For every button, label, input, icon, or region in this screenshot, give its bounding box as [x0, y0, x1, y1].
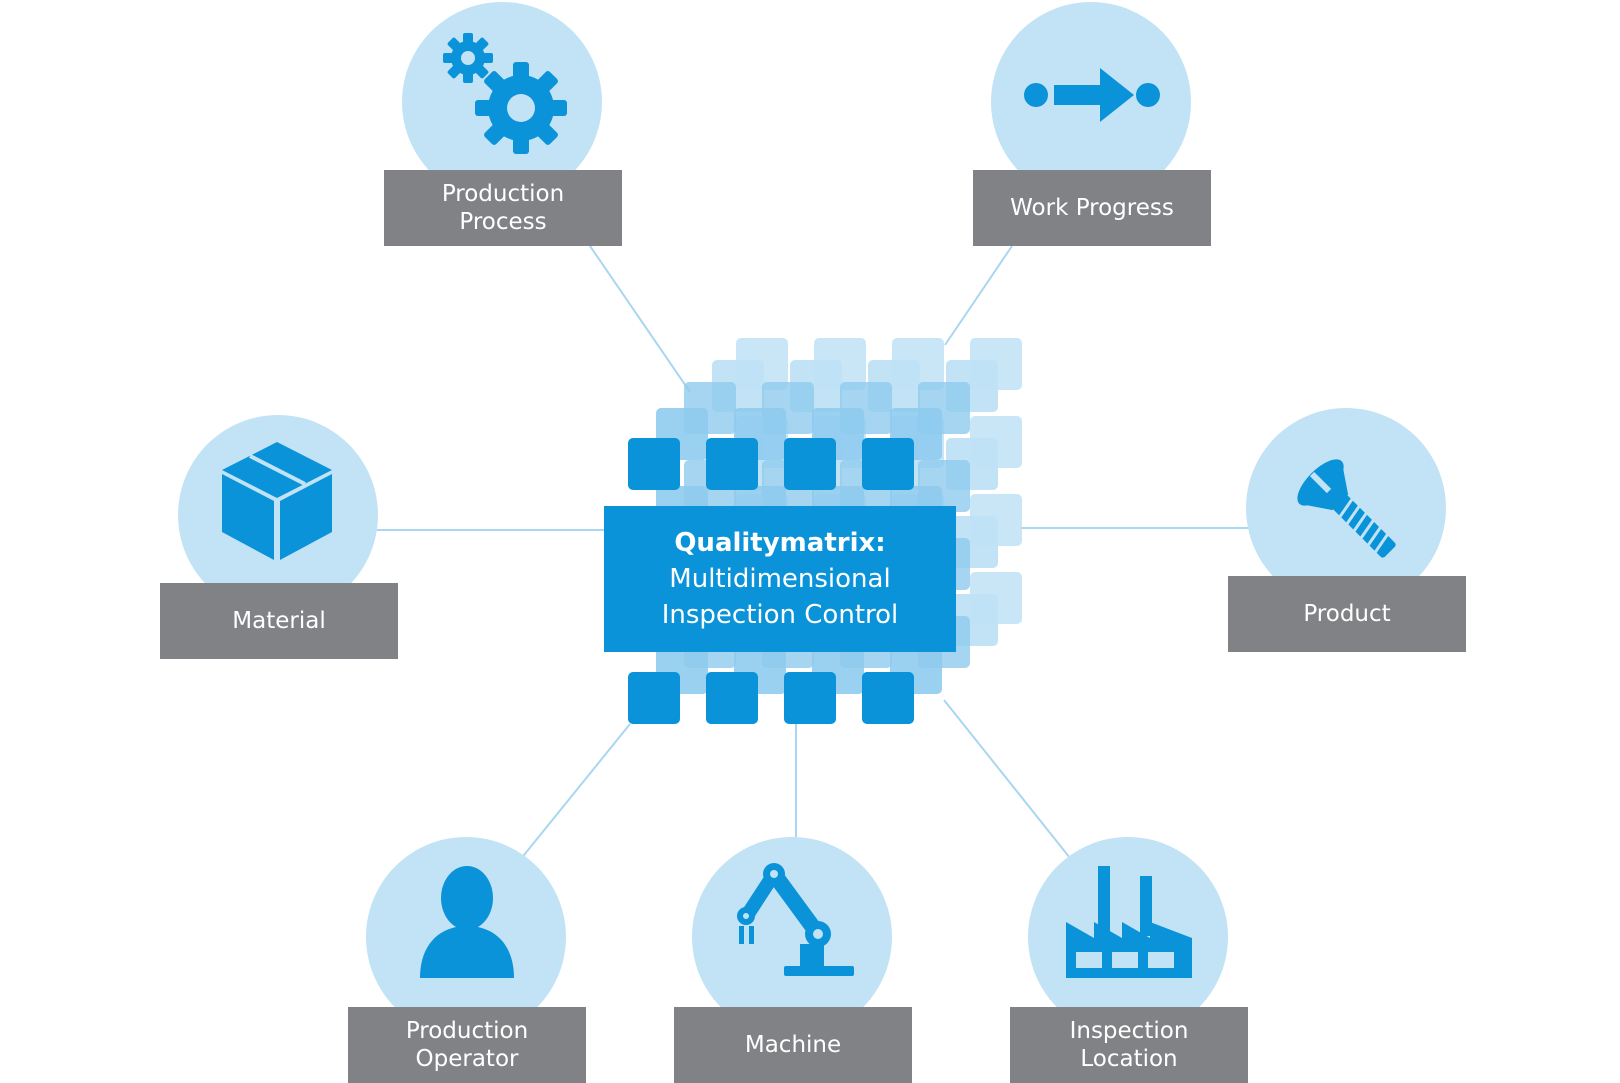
- label-production-process: Production Process: [384, 170, 622, 246]
- circle-material: [178, 415, 378, 615]
- connector-production-process: [589, 245, 691, 393]
- label-production-process-line1: Production: [441, 181, 565, 207]
- label-product: Product: [1228, 576, 1466, 652]
- label-material: Material: [160, 583, 398, 659]
- circle-machine: [692, 837, 892, 1037]
- label-machine-line1: Machine: [744, 1032, 842, 1058]
- label-machine: Machine: [674, 1007, 912, 1083]
- label-production-operator-line1: Production: [405, 1018, 529, 1044]
- label-work-progress: Work Progress: [973, 170, 1211, 246]
- label-production-operator-line2: Operator: [415, 1046, 519, 1072]
- connectors: [375, 245, 1252, 861]
- connector-work-progress: [944, 245, 1013, 346]
- qualitymatrix-box: Qualitymatrix: Multidimensional Inspecti…: [604, 506, 956, 652]
- robot-arm-icon: [737, 863, 854, 976]
- matrix-tile-front-bottom-3: [862, 672, 914, 724]
- progress-arrow-icon: [1024, 68, 1160, 122]
- connector-inspection-location: [943, 699, 1071, 859]
- matrix-tile-front-top-1: [706, 438, 758, 490]
- gears-icon: [443, 33, 567, 154]
- matrix-tile-front-top-0: [628, 438, 680, 490]
- center-line-2: Inspection Control: [661, 600, 899, 630]
- label-production-operator: Production Operator: [348, 1007, 586, 1083]
- label-production-process-line2: Process: [459, 209, 547, 235]
- matrix-tile-front-bottom-0: [628, 672, 680, 724]
- matrix-tile-front-bottom-1: [706, 672, 758, 724]
- label-inspection-location-line2: Location: [1080, 1046, 1178, 1072]
- matrix-tile-front-bottom-2: [784, 672, 836, 724]
- label-inspection-location: Inspection Location: [1010, 1007, 1248, 1083]
- label-product-line1: Product: [1303, 601, 1391, 627]
- label-work-progress-line1: Work Progress: [1010, 195, 1174, 221]
- label-material-line1: Material: [232, 608, 326, 634]
- screw-icon: [1297, 459, 1396, 558]
- center-title: Qualitymatrix:: [674, 528, 886, 558]
- connector-production-operator: [519, 723, 631, 861]
- person-icon: [420, 866, 514, 978]
- label-inspection-location-line1: Inspection: [1069, 1018, 1189, 1044]
- factory-icon: [1066, 866, 1192, 978]
- matrix-tile-front-top-3: [862, 438, 914, 490]
- box-icon: [222, 442, 332, 560]
- center-line-1: Multidimensional: [669, 564, 891, 594]
- matrix-tile-front-top-2: [784, 438, 836, 490]
